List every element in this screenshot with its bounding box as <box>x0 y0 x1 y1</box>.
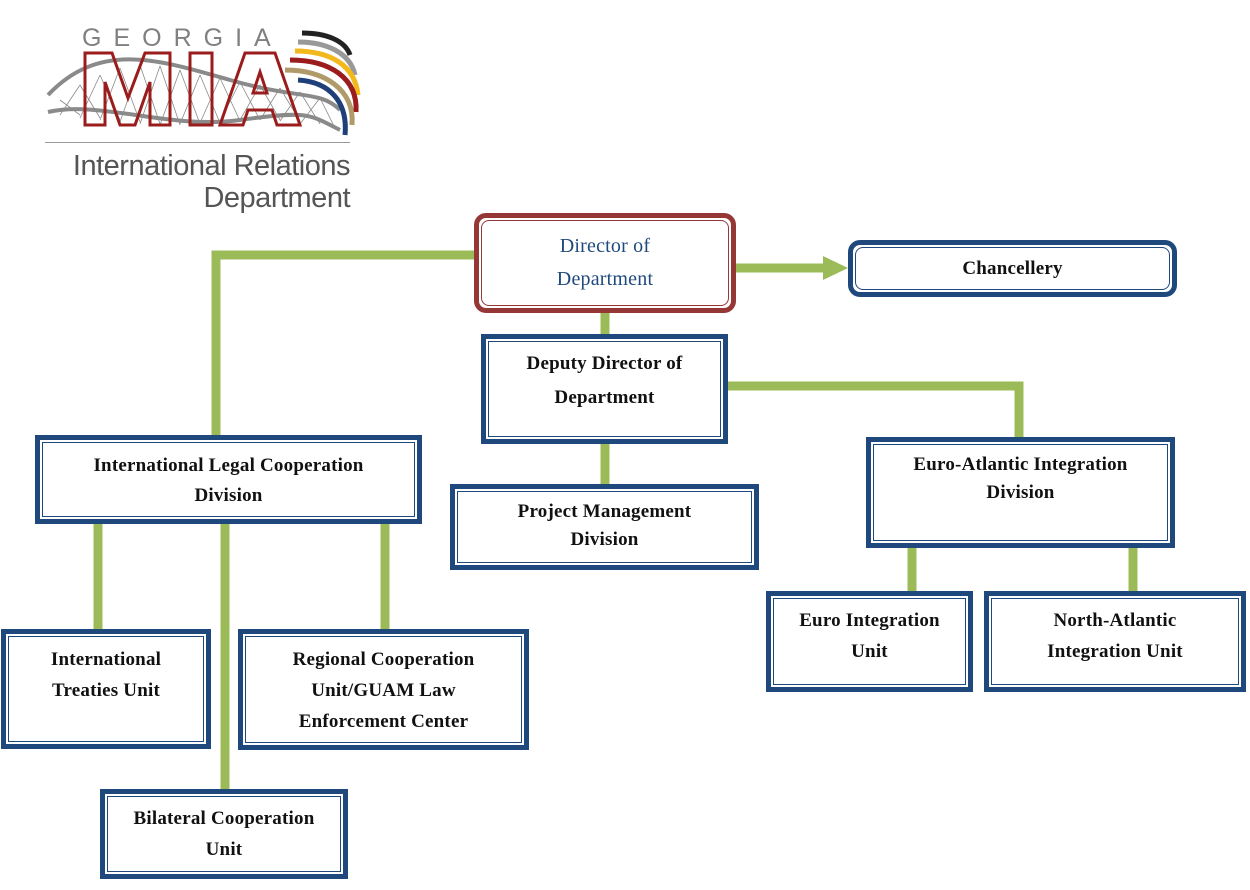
node-north-atlantic-unit[interactable]: North-Atlantic Integration Unit <box>984 591 1246 692</box>
node-regional-unit[interactable]: Regional Cooperation Unit/GUAM Law Enfor… <box>238 629 529 750</box>
color-stripes-icon <box>284 30 361 136</box>
node-euro-integration-unit[interactable]: Euro Integration Unit <box>766 591 973 692</box>
node-legal-division[interactable]: International Legal Cooperation Division <box>35 435 422 524</box>
mia-logo: GEORGIA International Relations Departme… <box>40 20 370 220</box>
node-label: North-Atlantic Integration Unit <box>1047 610 1183 662</box>
node-label: Chancellery <box>962 258 1063 279</box>
node-label: International Treaties Unit <box>50 649 162 701</box>
node-label: Regional Cooperation Unit/GUAM Law Enfor… <box>292 649 475 732</box>
node-bilateral-unit[interactable]: Bilateral Cooperation Unit <box>100 789 348 879</box>
node-label: Deputy Director of Department <box>526 353 683 408</box>
logo-georgia-text: GEORGIA <box>82 24 283 52</box>
node-label: Euro Integration Unit <box>799 610 940 662</box>
node-director[interactable]: Director of Department <box>474 213 736 313</box>
node-chancellery[interactable]: Chancellery <box>848 240 1177 297</box>
logo-divider <box>45 142 350 143</box>
node-euro-atlantic-division[interactable]: Euro-Atlantic Integration Division <box>866 437 1175 548</box>
node-label: Euro-Atlantic Integration Division <box>913 454 1128 503</box>
node-label: Director of Department <box>556 235 654 290</box>
node-project-division[interactable]: Project Management Division <box>450 484 759 570</box>
logo-graphic <box>46 30 361 136</box>
node-deputy-director[interactable]: Deputy Director of Department <box>481 334 728 444</box>
mesh-wave-icon <box>46 57 342 132</box>
logo-title-line1: International Relations <box>72 150 351 182</box>
arrowhead-icon <box>823 256 848 280</box>
connector-director-to-legal <box>211 250 476 440</box>
node-label: Project Management Division <box>517 501 692 550</box>
logo-department-title: International Relations Department <box>72 150 351 214</box>
node-treaties-unit[interactable]: International Treaties Unit <box>1 629 211 749</box>
node-label: International Legal Cooperation Division <box>93 455 364 506</box>
connector-deputy-to-euro-atlantic <box>726 381 1024 440</box>
node-label: Bilateral Cooperation Unit <box>133 808 315 860</box>
mia-letters <box>83 51 303 127</box>
logo-title-line2: Department <box>203 182 350 214</box>
